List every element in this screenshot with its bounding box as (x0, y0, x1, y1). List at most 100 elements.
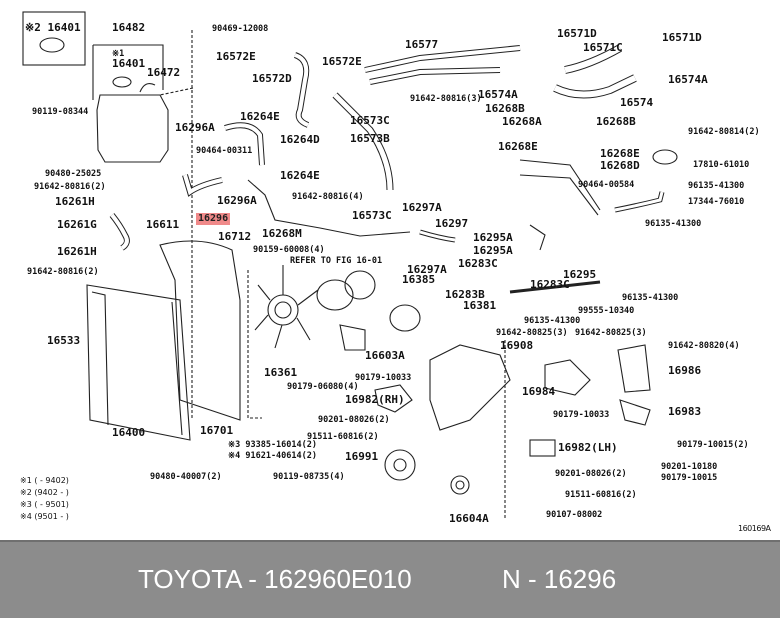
part-label[interactable]: 16574 (620, 96, 654, 109)
part-label[interactable]: 16297A (407, 263, 447, 276)
part-label[interactable]: 16295A (473, 231, 513, 244)
part-label[interactable]: 16295A (473, 244, 513, 257)
part-label[interactable]: 16577 (405, 38, 439, 51)
part-label[interactable]: 16482 (112, 21, 146, 34)
part-label[interactable]: 90119-08735(4) (273, 472, 345, 482)
part-label[interactable]: 90464-00584 (578, 180, 635, 190)
part-label[interactable]: 16991 (345, 450, 379, 463)
part-label[interactable]: 16572E (216, 50, 256, 63)
part-label[interactable]: 96135-41300 (622, 293, 679, 303)
part-label[interactable]: 16268E (498, 140, 538, 153)
part-label[interactable]: 16296A (175, 121, 215, 134)
part-label[interactable]: 16573B (350, 132, 390, 145)
part-label[interactable]: 16381 (463, 299, 497, 312)
part-label[interactable]: 90179-10015 (661, 473, 718, 483)
part-label[interactable]: 91642-80816(4) (292, 192, 364, 202)
part-label[interactable]: 90179-10033 (553, 410, 610, 420)
part-label[interactable]: 16297 (435, 217, 469, 230)
part-label[interactable]: 91642-80814(2) (688, 127, 760, 137)
part-label[interactable]: 16986 (668, 364, 702, 377)
part-label[interactable]: 90480-40007(2) (150, 472, 222, 482)
part-label[interactable]: 16268M (262, 227, 302, 240)
part-label[interactable]: 90201-08026(2) (318, 415, 390, 425)
part-label[interactable]: 16400 (112, 426, 146, 439)
part-label[interactable]: 91642-80820(4) (668, 341, 740, 351)
part-label[interactable]: 16712 (218, 230, 252, 243)
part-label[interactable]: ※1 (112, 49, 125, 59)
part-label[interactable]: ※3 93385-16014(2) (228, 440, 318, 450)
part-label[interactable]: 16573C (352, 209, 392, 222)
part-label[interactable]: ※4 91621-40614(2) (228, 451, 318, 461)
part-label[interactable]: 16296A (217, 194, 257, 207)
part-label[interactable]: 16982(RH) (345, 393, 405, 406)
part-label[interactable]: 16572D (252, 72, 292, 85)
part-label[interactable]: 16571C (583, 41, 623, 54)
part-label[interactable]: 16573C (350, 114, 390, 127)
part-label[interactable]: 96135-41300 (645, 219, 702, 229)
part-label[interactable]: 90179-10033 (355, 373, 412, 383)
part-label[interactable]: 16297A (402, 201, 442, 214)
part-label[interactable]: 16268E (600, 147, 640, 160)
part-label[interactable]: 16574A (668, 73, 708, 86)
part-label[interactable]: 90201-10180 (661, 462, 718, 472)
part-label[interactable]: 16908 (500, 339, 534, 352)
part-label[interactable]: 16361 (264, 366, 298, 379)
part-label[interactable]: 96135-41300 (524, 316, 581, 326)
part-label[interactable]: 91642-80825(3) (496, 328, 568, 338)
part-label[interactable]: ※2 16401 (25, 21, 81, 34)
part-label[interactable]: 16572E (322, 55, 362, 68)
part-label[interactable]: 16574A (478, 88, 518, 101)
part-label[interactable]: 90179-10015(2) (677, 440, 749, 450)
part-label[interactable]: 16701 (200, 424, 234, 437)
part-label[interactable]: 90107-08002 (546, 510, 603, 520)
part-label[interactable]: 16261H (57, 245, 97, 258)
part-label[interactable]: 90179-06080(4) (287, 382, 359, 392)
part-label[interactable]: 16571D (557, 27, 597, 40)
part-label[interactable]: 90201-08026(2) (555, 469, 627, 479)
part-label[interactable]: 16264D (280, 133, 320, 146)
part-label[interactable]: 90469-12008 (212, 24, 269, 34)
part-label[interactable]: 16385 (402, 273, 436, 286)
part-label[interactable]: REFER TO FIG 16-01 (290, 256, 383, 266)
part-label[interactable]: 16982(LH) (558, 441, 618, 454)
part-label[interactable]: 16268B (596, 115, 636, 128)
part-label[interactable]: 16983 (668, 405, 702, 418)
part-label[interactable]: 17810-61010 (693, 160, 750, 170)
part-label[interactable]: 91642-80816(2) (27, 267, 99, 277)
part-number: TOYOTA - 162960E010 (138, 564, 412, 594)
part-label[interactable]: 90159-60008(4) (253, 245, 325, 255)
part-label[interactable]: 16283B (445, 288, 485, 301)
part-label[interactable]: 16283C (458, 257, 498, 270)
part-label[interactable]: 16261H (55, 195, 95, 208)
part-label[interactable]: 16611 (146, 218, 180, 231)
part-label[interactable]: 91642-80816(3) (410, 94, 482, 104)
part-label[interactable]: 16268D (600, 159, 640, 172)
part-label[interactable]: 16401 (112, 57, 146, 70)
part-label[interactable]: 16604A (449, 512, 489, 525)
part-label[interactable]: 16268B (485, 102, 525, 115)
part-label[interactable]: 16264E (280, 169, 320, 182)
part-label[interactable]: 16264E (240, 110, 280, 123)
part-label[interactable]: 16571D (662, 31, 702, 44)
part-label[interactable]: 16472 (147, 66, 181, 79)
part-label[interactable]: 16268A (502, 115, 542, 128)
part-label[interactable]: 16261G (57, 218, 97, 231)
part-label[interactable]: 91511-60816(2) (307, 432, 379, 442)
part-label[interactable]: 90119-08344 (32, 107, 89, 117)
part-label[interactable]: 90480-25025 (45, 169, 102, 179)
part-label[interactable]: 91642-80825(3) (575, 328, 647, 338)
part-label[interactable]: 91642-80816(2) (34, 182, 106, 192)
part-label[interactable]: 16283C (530, 278, 570, 291)
part-label[interactable]: 96135-41300 (688, 181, 745, 191)
part-label[interactable]: 16603A (365, 349, 405, 362)
highlighted-part-label-16296[interactable]: 16296 (196, 213, 231, 225)
hose-16472 (139, 83, 156, 93)
part-label[interactable]: 17344-76010 (688, 197, 745, 207)
part-label[interactable]: 16984 (522, 385, 556, 398)
part-label[interactable]: 91511-60816(2) (565, 490, 637, 500)
part-label[interactable]: 90464-00311 (196, 146, 253, 156)
part-label[interactable]: 16295 (563, 268, 597, 281)
part-label[interactable]: 99555-10340 (578, 306, 635, 316)
part-footer-bar: TOYOTA - 162960E010 N - 16296 (0, 540, 780, 618)
part-label[interactable]: 16533 (47, 334, 81, 347)
